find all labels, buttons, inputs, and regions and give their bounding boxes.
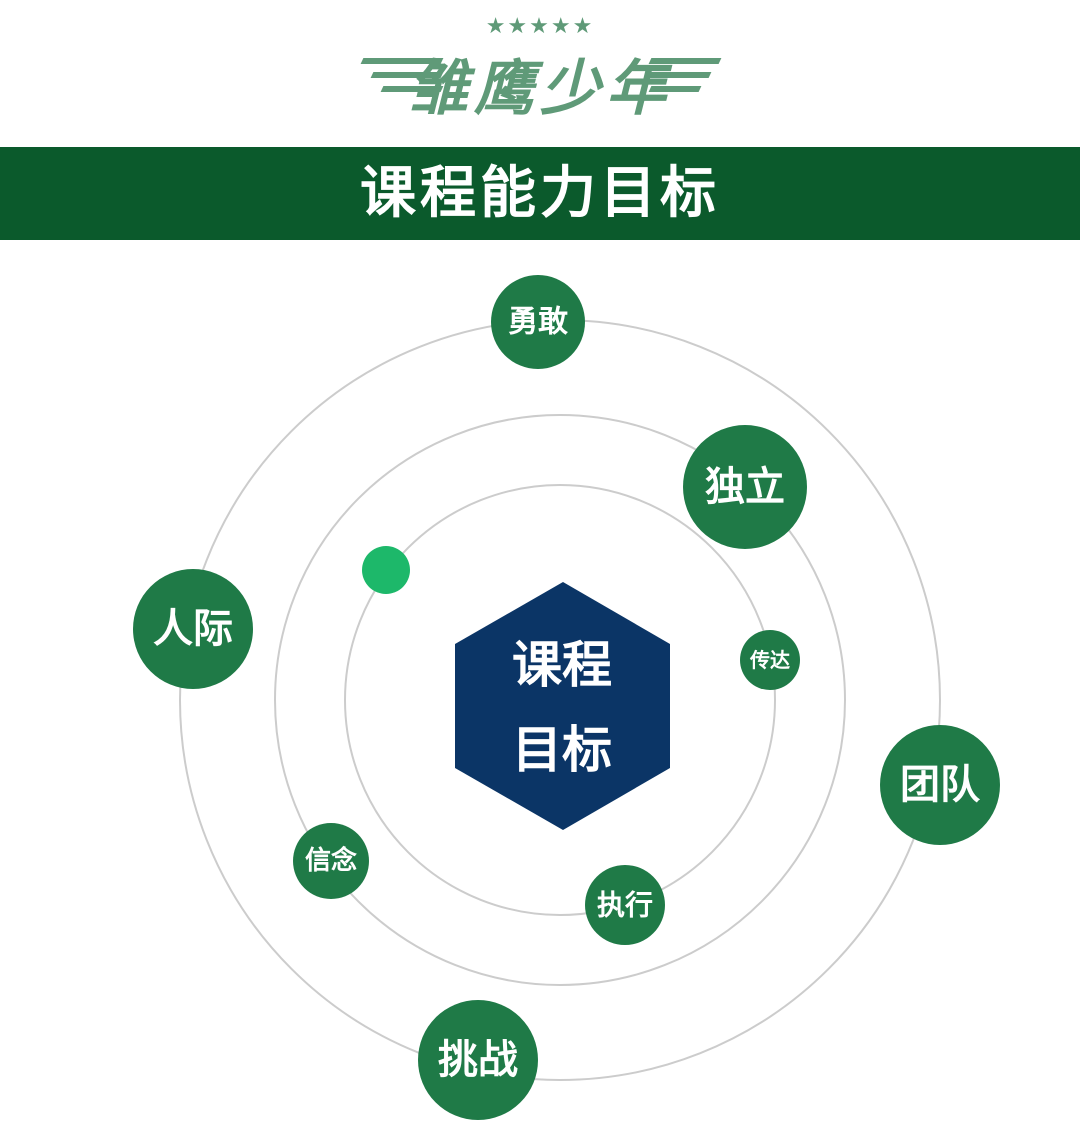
logo: ★★★★★ 雏鹰少年	[0, 0, 1080, 140]
svg-text:执行: 执行	[597, 889, 653, 922]
center-label-line2: 目标	[512, 721, 612, 779]
node-xinnian: 信念	[293, 823, 369, 899]
logo-stars: ★★★★★	[485, 14, 595, 39]
svg-text:挑战: 挑战	[438, 1037, 518, 1083]
svg-text:独立: 独立	[705, 464, 785, 510]
svg-text:勇敢: 勇敢	[508, 305, 568, 340]
svg-text:传达: 传达	[749, 648, 790, 672]
center-hexagon	[455, 582, 670, 830]
node-renji: 人际	[133, 569, 253, 689]
middle-ring	[274, 414, 846, 986]
node-chuanda: 传达	[740, 630, 800, 690]
orbit-diagram: 课程 目标 勇敢 独立 人际 传达 团队 信念 执行 挑战	[133, 275, 1000, 1120]
node-tuandui: 团队	[880, 725, 1000, 845]
inner-ring	[344, 484, 776, 916]
page-title: 课程能力目标	[0, 147, 1080, 240]
svg-text:团队: 团队	[900, 762, 981, 808]
accent-dot	[362, 546, 410, 594]
node-yonggan: 勇敢	[491, 275, 585, 369]
node-tiaozhan: 挑战	[418, 1000, 538, 1120]
node-duli: 独立	[683, 425, 807, 549]
logo-text: 雏鹰少年	[408, 54, 672, 124]
center-label-line1: 课程	[512, 636, 612, 694]
svg-text:人际: 人际	[153, 606, 233, 652]
node-zhixing: 执行	[585, 865, 665, 945]
svg-text:信念: 信念	[305, 845, 357, 876]
